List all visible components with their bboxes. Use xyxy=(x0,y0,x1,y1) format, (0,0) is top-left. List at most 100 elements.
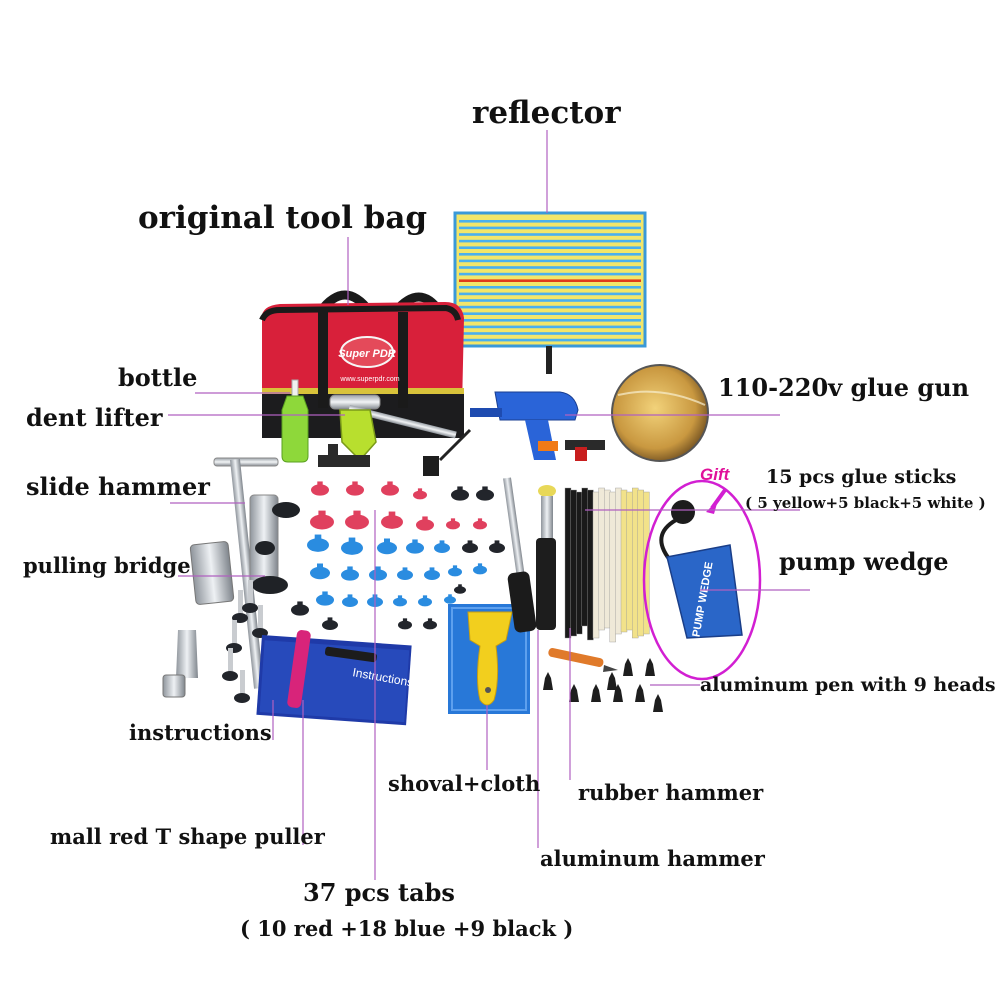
tab xyxy=(381,515,403,529)
tab xyxy=(473,565,487,575)
tab-stem xyxy=(417,488,423,492)
tab-stem xyxy=(458,584,462,588)
glue-stick xyxy=(609,491,616,643)
label-tool-bag: original tool bag xyxy=(138,200,428,236)
reflector-stripe xyxy=(459,299,641,302)
slide-hammer xyxy=(162,457,279,698)
bag-logo: Super PDR xyxy=(338,348,396,360)
tab xyxy=(423,620,437,630)
tab-stem xyxy=(477,518,483,522)
pen-heads xyxy=(543,658,663,712)
reflector-stripe xyxy=(459,272,641,276)
reflector-stripe xyxy=(459,325,641,329)
reflector-stripe xyxy=(459,220,641,223)
glue-stick xyxy=(576,491,583,635)
tab xyxy=(311,484,329,496)
reflector-stripe xyxy=(459,332,641,335)
glue-stick xyxy=(587,489,594,641)
pen-head xyxy=(623,658,633,676)
tab xyxy=(341,541,363,555)
glue-gun xyxy=(423,391,605,476)
tab xyxy=(424,570,440,580)
bottle xyxy=(281,379,309,463)
reflector-stripe xyxy=(459,253,641,256)
label-tabs-detail: ( 10 red +18 blue +9 black ) xyxy=(240,916,574,941)
reflector-stripe xyxy=(459,246,641,249)
tab xyxy=(397,570,413,580)
tab xyxy=(369,569,387,581)
label-glue-gun: 110-220v glue gun xyxy=(718,373,970,402)
dent-lifter xyxy=(318,394,457,467)
stem-rod xyxy=(258,605,263,631)
tab xyxy=(310,566,330,580)
pump-wedge: PUMP WEDGE xyxy=(642,479,762,681)
tab xyxy=(291,604,309,616)
reflector-stripe xyxy=(459,233,641,236)
reflector-board xyxy=(453,211,647,374)
glue-stick xyxy=(626,491,633,631)
tab xyxy=(476,489,494,501)
pen-head xyxy=(569,684,579,702)
tab xyxy=(448,567,462,577)
tab xyxy=(377,541,397,555)
glue-stick xyxy=(637,489,644,637)
tab xyxy=(462,543,478,553)
bag-url: www.superpdr.com xyxy=(339,376,399,383)
label-glue-sticks-detail: ( 5 yellow+5 black+5 white ) xyxy=(745,494,986,512)
leader-lines xyxy=(168,130,810,880)
tab-stem xyxy=(477,563,483,567)
tab xyxy=(341,569,359,581)
tab xyxy=(406,542,424,554)
tab-stem xyxy=(375,566,381,571)
tab-stem xyxy=(457,486,463,491)
tab-stem xyxy=(402,567,408,572)
tab xyxy=(473,520,487,530)
tab xyxy=(342,597,358,607)
tab xyxy=(418,597,432,607)
tab-stem xyxy=(439,540,445,545)
reflector-stripe xyxy=(459,259,641,263)
tab-stem xyxy=(318,510,326,517)
pen-head xyxy=(635,684,645,702)
gift-badge: Gift xyxy=(700,465,730,484)
reflector-stripe xyxy=(459,286,641,289)
aluminum-hammer xyxy=(536,485,556,630)
tab-stem xyxy=(387,481,393,486)
tab xyxy=(310,514,334,530)
tab-stem xyxy=(348,537,356,544)
tab xyxy=(398,620,412,630)
shovel-and-cloth xyxy=(448,604,530,714)
tab-stem xyxy=(347,594,353,599)
glue-stick xyxy=(581,487,588,627)
pen-head xyxy=(653,694,663,712)
tab-stems xyxy=(222,580,268,703)
stem-foot xyxy=(222,671,238,681)
reflector-stripe xyxy=(459,239,641,243)
glue-stick xyxy=(598,487,605,631)
tab xyxy=(345,514,369,530)
tab-stem xyxy=(352,481,358,486)
tab xyxy=(322,620,338,630)
tab xyxy=(434,543,450,553)
tab xyxy=(381,484,399,496)
aluminum-pen xyxy=(548,648,618,672)
pen-head xyxy=(543,672,553,690)
pen-head xyxy=(645,658,655,676)
tab-stem xyxy=(388,511,396,518)
stem-rod xyxy=(228,648,233,674)
tab xyxy=(444,596,456,604)
reflector-stripe xyxy=(459,312,641,315)
tab-stem xyxy=(397,595,403,599)
glue-sticks xyxy=(564,487,650,643)
reflector-stripe xyxy=(459,226,641,230)
reflector-closeup xyxy=(611,364,709,462)
stem-rod xyxy=(240,670,245,696)
tab-stem xyxy=(427,618,433,622)
pulling-bridge xyxy=(249,494,300,594)
tab-stem xyxy=(467,540,473,545)
label-glue-sticks: 15 pcs glue sticks xyxy=(766,466,957,488)
tab-stem xyxy=(327,617,333,622)
tap-down-rod xyxy=(503,477,537,633)
glue-stick xyxy=(643,491,650,635)
